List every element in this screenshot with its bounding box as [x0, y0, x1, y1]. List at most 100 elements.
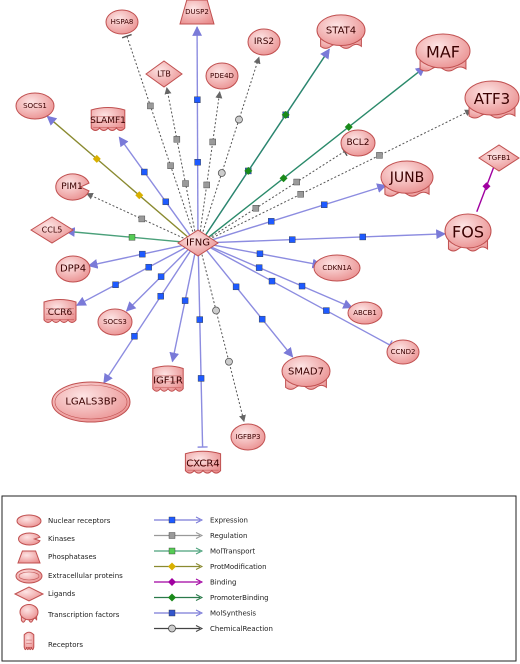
node-label: SOCS1	[23, 102, 47, 110]
edge-line	[197, 250, 204, 448]
edge-line	[199, 91, 223, 236]
edge-ifng-abcb1	[208, 245, 353, 309]
edge-ifng-smad7	[205, 248, 294, 358]
node-pim1[interactable]: PIM1	[55, 173, 90, 201]
edge-marker-square	[289, 236, 296, 243]
legend-node-label: Receptors	[48, 641, 83, 649]
node-ltb[interactable]: LTB	[145, 60, 183, 88]
edge-marker-square	[376, 152, 383, 159]
node-cdkn1a[interactable]: CDKN1A	[313, 254, 361, 282]
node-tgfb1[interactable]: TGFB1	[478, 144, 520, 172]
legend-edge-label: PromoterBinding	[210, 594, 269, 602]
node-cxcr4[interactable]: CXCR4	[184, 450, 222, 474]
node-socs1[interactable]: SOCS1	[15, 92, 55, 120]
edge-line	[209, 183, 387, 242]
legend-edge-promoterbinding: PromoterBinding	[154, 593, 269, 602]
edge-marker-square	[181, 297, 189, 304]
node-lgals3bp[interactable]: LGALS3BP	[51, 381, 131, 423]
edge-marker-diamond	[482, 182, 491, 191]
edge-marker-square	[209, 138, 216, 146]
node-stat4[interactable]: STAT4	[316, 14, 366, 49]
edge-line	[207, 151, 345, 240]
edge-ifng-ccr6	[76, 246, 188, 306]
legend-marker-square	[168, 609, 176, 617]
edge-marker-square	[194, 96, 201, 103]
edge-marker-square	[138, 215, 146, 223]
node-irs2[interactable]: IRS2	[247, 28, 281, 56]
node-slamf1[interactable]: SLAMF1	[90, 107, 126, 131]
node-dusp2[interactable]: DUSP2	[179, 0, 215, 25]
edge-marker-square	[256, 250, 264, 257]
edge-marker-square	[147, 102, 154, 110]
edge-ifng-pde4d	[199, 91, 223, 236]
node-label: PIM1	[61, 182, 83, 192]
node-igfbp3[interactable]: IGFBP3	[230, 423, 266, 451]
node-hspa8[interactable]: HSPA8	[105, 9, 139, 35]
edge-line	[201, 56, 261, 236]
node-igf1r[interactable]: IGF1R	[152, 365, 184, 392]
node-label: CDKN1A	[322, 264, 352, 272]
legend-marker-square	[168, 532, 176, 539]
edge-marker-diamond	[244, 166, 253, 175]
legend-arrowhead	[195, 547, 204, 555]
node-socs3[interactable]: SOCS3	[97, 308, 133, 336]
edge-line	[118, 136, 192, 237]
node-label: TGFB1	[487, 154, 511, 162]
node-maf[interactable]: MAF	[415, 33, 471, 72]
node-fos[interactable]: FOS	[444, 213, 492, 252]
legend-node-label: Ligands	[48, 590, 75, 598]
edge-ifng-irs2	[201, 56, 261, 236]
legend-edge-label: Expression	[210, 517, 248, 525]
edge-marker-square	[323, 307, 330, 314]
node-ccr6[interactable]: CCR6	[43, 299, 77, 323]
node-label: FOS	[452, 223, 484, 242]
node-label: CCND2	[391, 348, 416, 356]
edge-line	[209, 229, 446, 244]
edge-line	[207, 66, 426, 239]
edge-line	[208, 245, 353, 309]
node-junb[interactable]: JUNB	[380, 160, 434, 197]
inner-ring	[54, 384, 128, 420]
legend-edge-protmodification: ProtModification	[154, 562, 267, 571]
edge-marker-square	[255, 264, 263, 271]
edge-ifng-socs1	[46, 115, 190, 239]
edge-marker-square	[131, 333, 138, 340]
legend-edge-expression: Expression	[154, 517, 248, 525]
edge-ifng-maf	[207, 66, 426, 239]
node-label: DUSP2	[185, 8, 209, 16]
node-smad7[interactable]: SMAD7	[281, 355, 331, 390]
node-pde4d[interactable]: PDE4D	[205, 62, 239, 90]
node-label: LGALS3BP	[65, 397, 116, 408]
legend-marker-square	[168, 516, 176, 524]
edge-marker-square	[141, 168, 148, 176]
node-atf3[interactable]: ATF3	[464, 80, 520, 119]
legend-node-extracellular: Extracellular proteins	[15, 568, 123, 584]
inner-ring	[18, 571, 40, 581]
legend-node-kinase: Kinases	[18, 532, 75, 546]
edge-line	[205, 248, 294, 358]
edge-line	[126, 36, 195, 236]
legend-node-ligand: Ligands	[13, 586, 75, 602]
node-label: JUNB	[389, 170, 424, 186]
node-ifng[interactable]: IFNG	[177, 229, 219, 257]
node-ccl5[interactable]: CCL5	[30, 216, 74, 244]
node-dpp4[interactable]: DPP4	[55, 255, 91, 283]
edge-ifng-fos	[209, 229, 446, 244]
edge-marker-diamond	[281, 110, 290, 119]
edge-marker-diamond	[279, 174, 288, 183]
edge-marker-square	[162, 198, 170, 206]
edge-marker-square	[196, 316, 203, 323]
edge-ifng-bcl2	[207, 146, 348, 240]
node-label: SLAMF1	[90, 116, 126, 126]
node-ccnd2[interactable]: CCND2	[386, 339, 420, 365]
edge-line	[87, 243, 187, 269]
edge-marker-square	[297, 190, 304, 198]
edge-line	[200, 250, 246, 423]
edge-ifng-ltb	[164, 87, 197, 236]
node-abcb1[interactable]: ABCB1	[347, 301, 383, 325]
edge-marker-square	[232, 283, 240, 291]
edge-line	[103, 249, 192, 384]
edge-marker-square	[268, 277, 276, 285]
node-bcl2[interactable]: BCL2	[340, 129, 376, 157]
